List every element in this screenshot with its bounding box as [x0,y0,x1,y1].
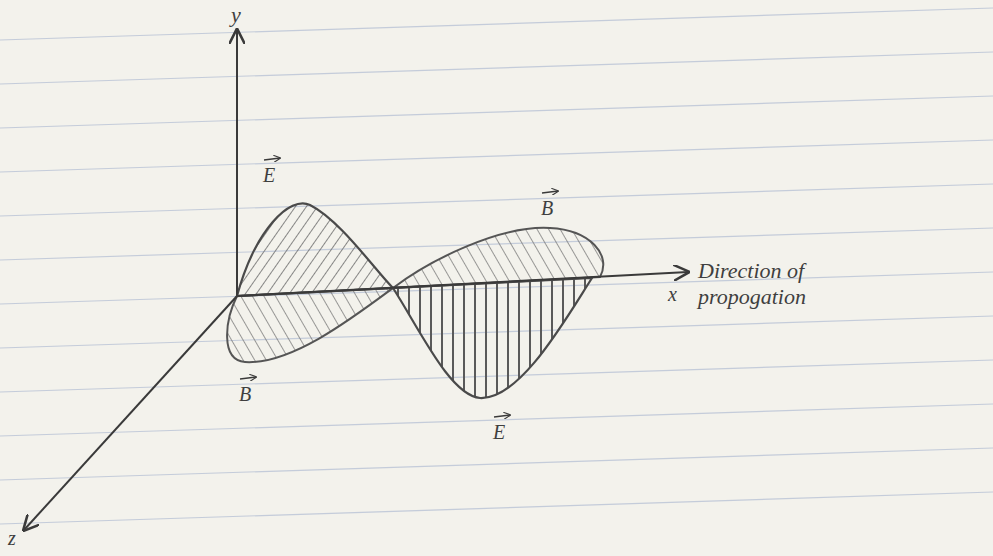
field-label: B [541,196,553,220]
propagation-note: Direction of propogation [698,258,858,311]
field-label: E [493,420,505,444]
y-axis [236,30,238,296]
vector-arrow [240,377,256,379]
field-label: B [239,382,251,406]
e-field-lobe [237,203,393,296]
z-axis [24,296,237,530]
b-field-lobe [227,288,393,362]
vector-arrow [264,158,280,160]
axis-label: z [8,526,16,550]
x-axis [237,272,688,296]
e-field-lobe [393,278,592,398]
ruled-lines [0,8,993,524]
vector-arrow [494,415,510,417]
axis-label: x [668,282,677,306]
field-label: E [263,163,275,187]
vector-arrow [542,191,558,193]
axis-label: y [231,2,241,28]
